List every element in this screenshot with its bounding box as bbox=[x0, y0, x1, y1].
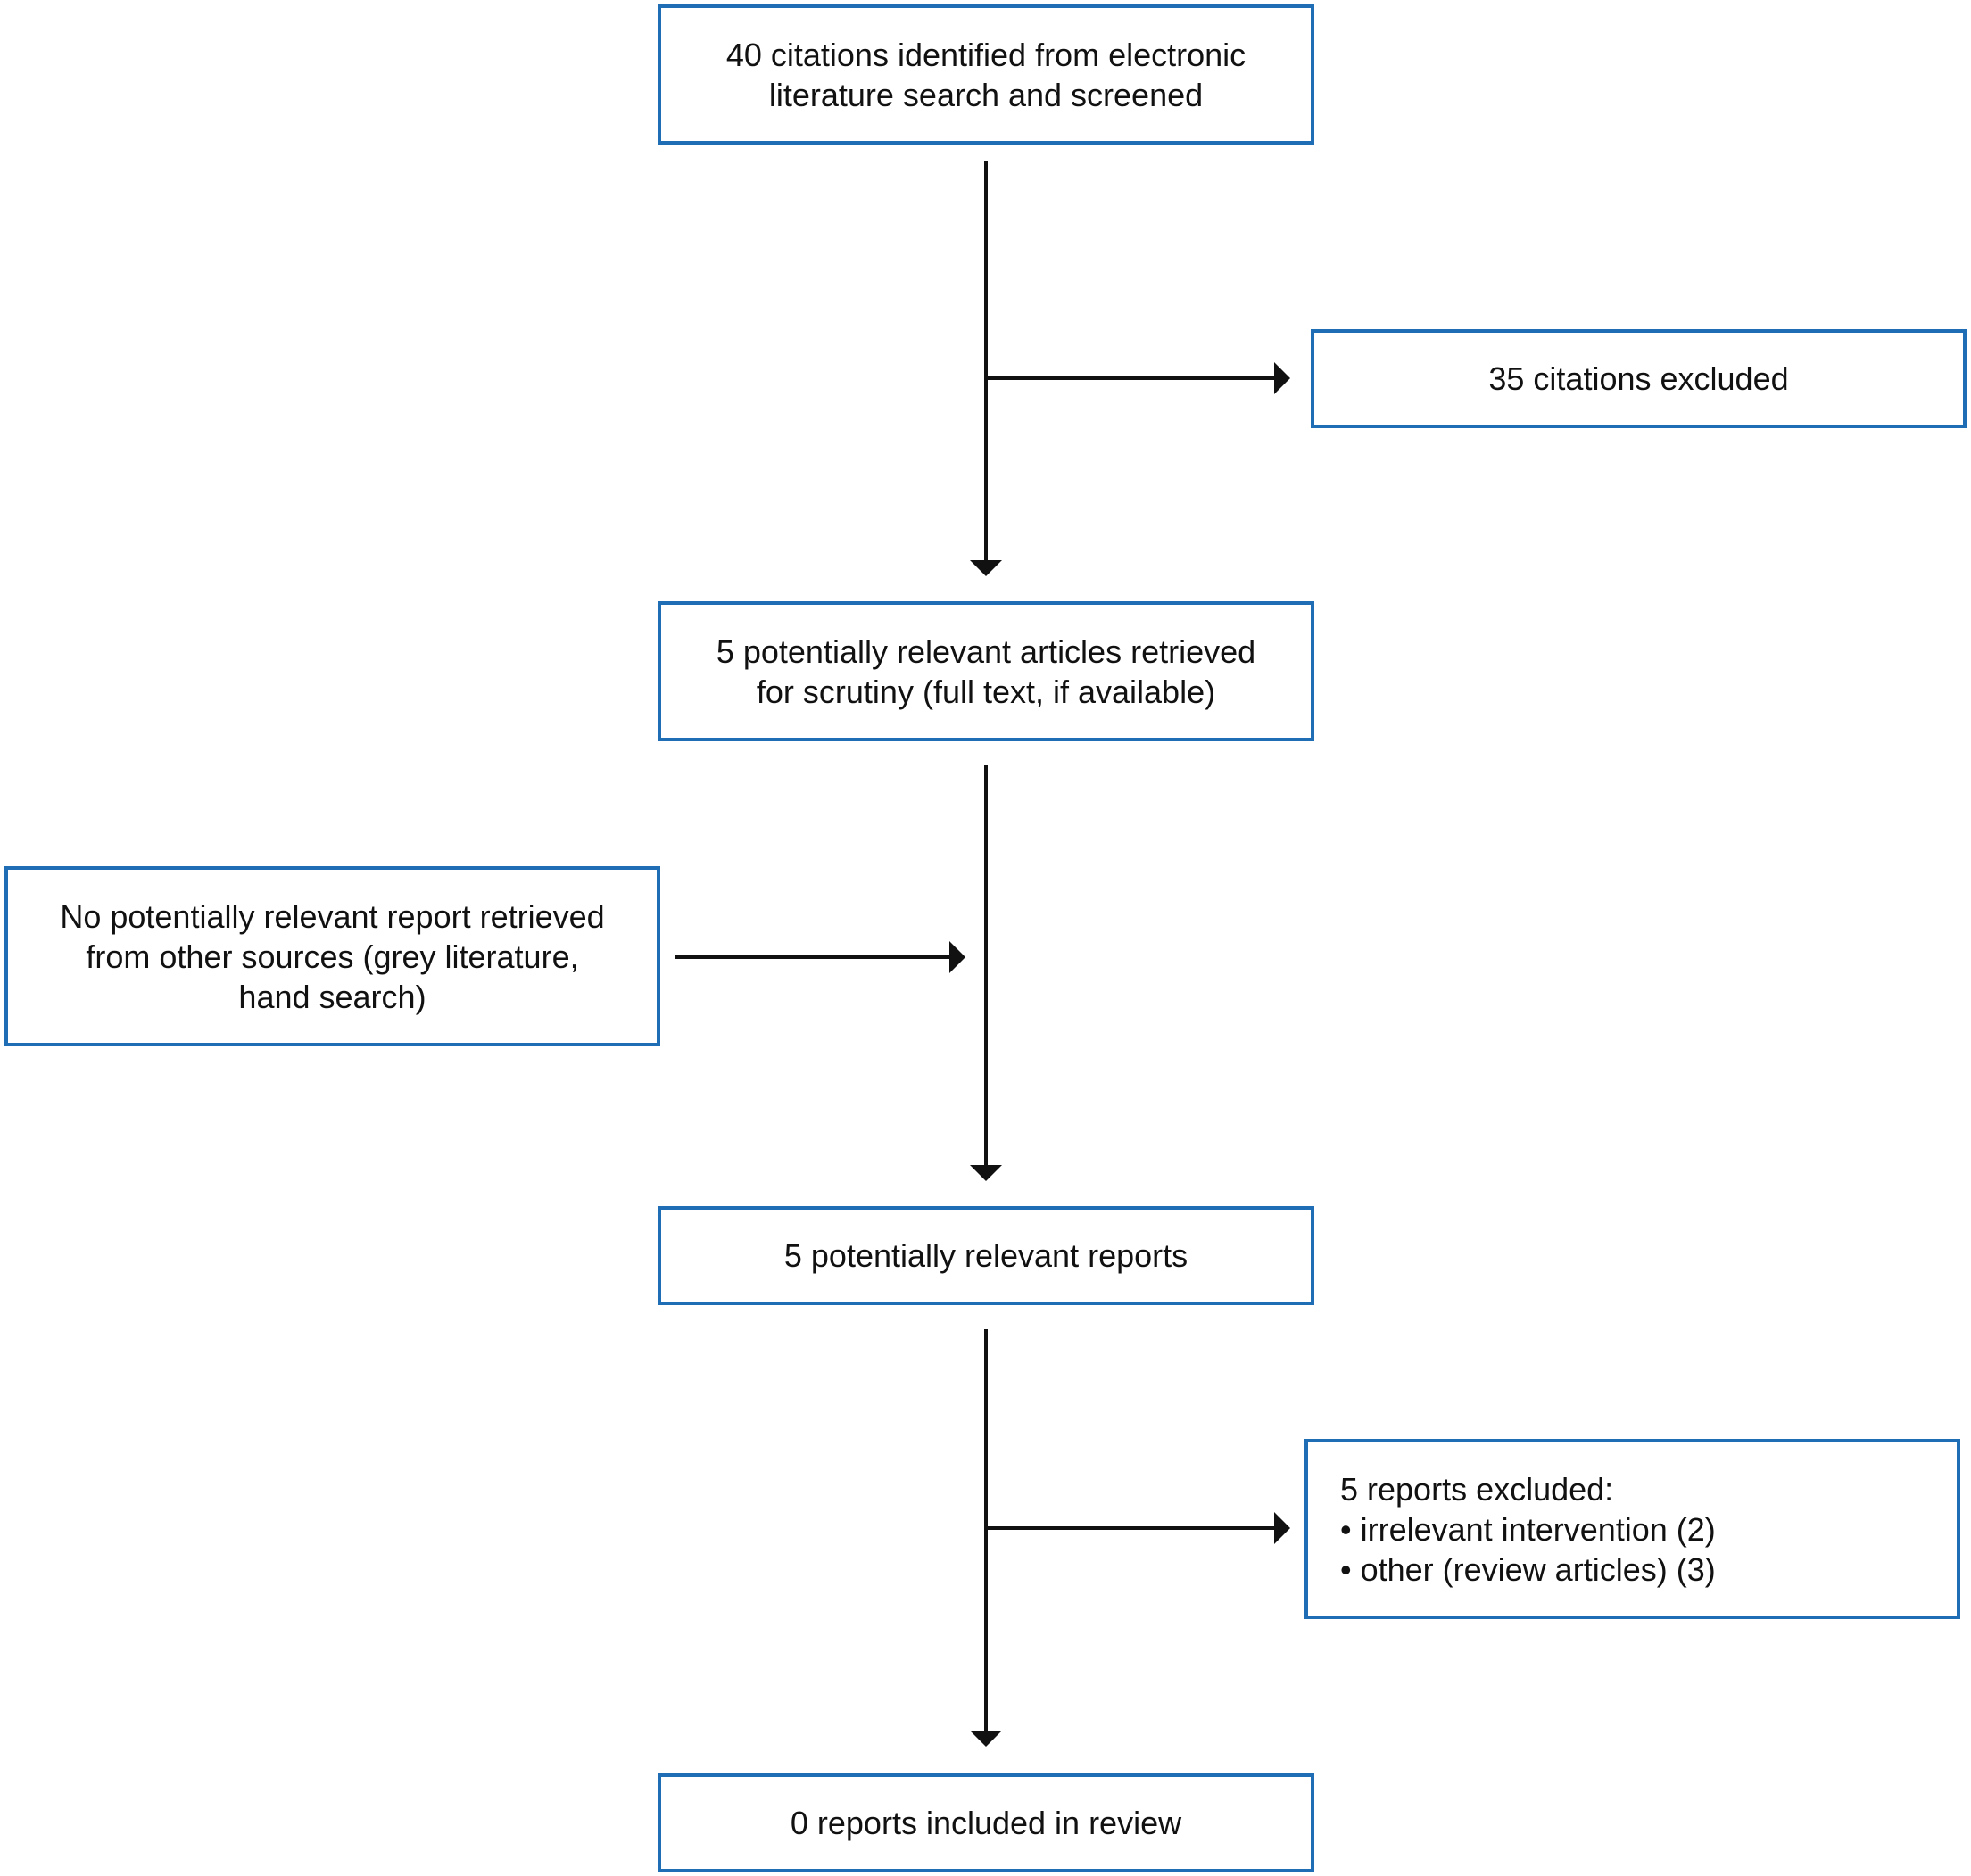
box-reports-excluded: 5 reports excluded: • irrelevant interve… bbox=[1304, 1439, 1960, 1619]
box-text-line: • other (review articles) (3) bbox=[1340, 1550, 1716, 1588]
box-text-line: No potentially relevant report retrieved bbox=[60, 897, 605, 935]
box-text-line: for scrutiny (full text, if available) bbox=[756, 673, 1216, 710]
arrowhead-down-2 bbox=[970, 1165, 1002, 1181]
box-text-line: hand search) bbox=[238, 978, 426, 1015]
box-citations-excluded: 35 citations excluded bbox=[1311, 329, 1967, 428]
box-text-line: 5 reports excluded: bbox=[1340, 1470, 1614, 1508]
box-citations-identified: 40 citations identified from electronic … bbox=[658, 4, 1314, 145]
arrowhead-down-3 bbox=[970, 1731, 1002, 1747]
box-reports-included: 0 reports included in review bbox=[658, 1773, 1314, 1872]
box-text-line: • irrelevant intervention (2) bbox=[1340, 1510, 1716, 1548]
arrowhead-right-3 bbox=[1274, 1512, 1290, 1544]
box-text-line: 5 potentially relevant articles retrieve… bbox=[716, 632, 1256, 670]
box-text-line: from other sources (grey literature, bbox=[86, 938, 579, 975]
box-text-line: 0 reports included in review bbox=[790, 1805, 1182, 1841]
box-text-line: 5 potentially relevant reports bbox=[783, 1237, 1188, 1274]
box-other-sources: No potentially relevant report retrieved… bbox=[4, 866, 660, 1046]
box-text-line: 40 citations identified from electronic bbox=[725, 36, 1246, 73]
arrowhead-right-2 bbox=[949, 941, 965, 973]
box-articles-retrieved: 5 potentially relevant articles retrieve… bbox=[658, 601, 1314, 741]
box-text-line: 35 citations excluded bbox=[1488, 360, 1789, 397]
box-relevant-reports: 5 potentially relevant reports bbox=[658, 1206, 1314, 1305]
arrowhead-down-1 bbox=[970, 560, 1002, 576]
arrowhead-right-1 bbox=[1274, 362, 1290, 394]
box-text-line: literature search and screened bbox=[768, 76, 1204, 113]
